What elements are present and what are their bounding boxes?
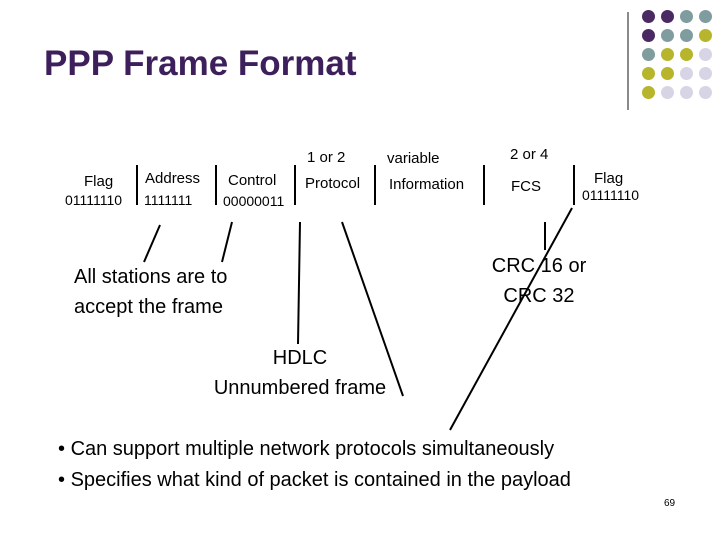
decorative-dot <box>642 86 655 99</box>
arrow-control <box>221 221 233 263</box>
control-value: 00000011 <box>223 193 285 209</box>
decorative-dot <box>661 86 674 99</box>
decorative-dot <box>642 10 655 23</box>
bullet-list: • Can support multiple network protocols… <box>58 434 571 496</box>
decorative-dot <box>661 48 674 61</box>
page-number: 69 <box>664 498 676 509</box>
hdlc-callout: HDLC Unnumbered frame <box>190 343 410 403</box>
hdlc-callout-line-2: Unnumbered frame <box>213 377 387 399</box>
crc-callout-line-1: CRC 16 or <box>491 255 587 277</box>
crc-callout: CRC 16 or CRC 32 <box>483 251 595 311</box>
decorative-dot <box>680 29 693 42</box>
bullet-text: Specifies what kind of packet is contain… <box>70 469 571 491</box>
slide-title: PPP Frame Format <box>44 44 357 83</box>
flag-start-name: Flag <box>84 173 114 190</box>
arrow-protocol <box>297 221 301 345</box>
information-size-label: variable <box>387 150 440 167</box>
arrow-address <box>143 224 161 263</box>
flag-end-name: Flag <box>594 170 624 187</box>
decorative-dot <box>699 67 712 80</box>
decorative-dot <box>680 48 693 61</box>
decorative-dot <box>680 10 693 23</box>
protocol-name: Protocol <box>305 175 361 192</box>
decorative-dot <box>699 10 712 23</box>
stations-callout: All stations are to accept the frame <box>74 262 227 322</box>
decorative-dot <box>680 86 693 99</box>
address-value: 1111111 <box>144 192 193 208</box>
hdlc-callout-line-1: HDLC <box>272 347 328 369</box>
information-name: Information <box>389 176 465 193</box>
protocol-size-label: 1 or 2 <box>307 149 346 166</box>
decorative-dot <box>661 29 674 42</box>
arrow-payload <box>449 207 573 431</box>
decorative-dot <box>642 67 655 80</box>
fcs-size-label: 2 or 4 <box>510 146 549 163</box>
fcs-name: FCS <box>511 178 541 195</box>
corner-divider-line <box>627 12 629 110</box>
decorative-dot <box>699 48 712 61</box>
bullet-text: Can support multiple network protocols s… <box>70 438 555 460</box>
control-name: Control <box>228 172 277 189</box>
decorative-dot <box>680 67 693 80</box>
arrow-information <box>341 221 404 397</box>
decorative-dot <box>642 29 655 42</box>
decorative-dot <box>661 67 674 80</box>
crc-callout-line-2: CRC 32 <box>503 285 575 307</box>
flag-start-value: 01111110 <box>65 192 123 208</box>
bullet-item: • Can support multiple network protocols… <box>58 438 555 460</box>
corner-dot-grid <box>636 10 720 110</box>
decorative-dot <box>642 48 655 61</box>
address-name: Address <box>145 170 201 187</box>
bullet-item: • Specifies what kind of packet is conta… <box>58 469 571 491</box>
decorative-dot <box>699 29 712 42</box>
decorative-dot <box>699 86 712 99</box>
stations-callout-line-2: accept the frame <box>74 296 223 318</box>
stations-callout-line-1: All stations are to <box>74 266 228 288</box>
decorative-dot <box>661 10 674 23</box>
flag-end-value: 01111110 <box>582 187 640 203</box>
